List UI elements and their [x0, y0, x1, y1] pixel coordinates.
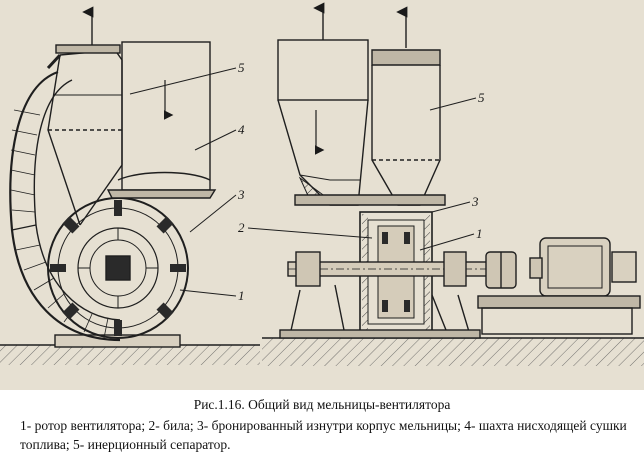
left-view	[0, 6, 260, 365]
right-callout-5: 5	[478, 90, 485, 105]
left-callout-3: 3	[237, 187, 245, 202]
mill-fan-drawing-svg: 5 4 3 1 5 3 2 1	[0, 2, 644, 366]
figure-caption-legend: 1- ротор вентилятора; 2- била; 3- бронир…	[20, 418, 627, 452]
right-callout-3: 3	[471, 194, 479, 209]
mill-fan-drawing: 5 4 3 1 5 3 2 1	[0, 0, 644, 390]
left-callout-4: 4	[238, 122, 245, 137]
right-callout-1: 1	[476, 226, 483, 241]
right-view	[247, 2, 644, 366]
left-callout-1: 1	[238, 288, 245, 303]
right-callout-2: 2	[238, 220, 245, 235]
left-callout-5: 5	[238, 60, 245, 75]
figure-caption-title: Рис.1.16. Общий вид мельницы-вентилятора	[193, 397, 451, 412]
